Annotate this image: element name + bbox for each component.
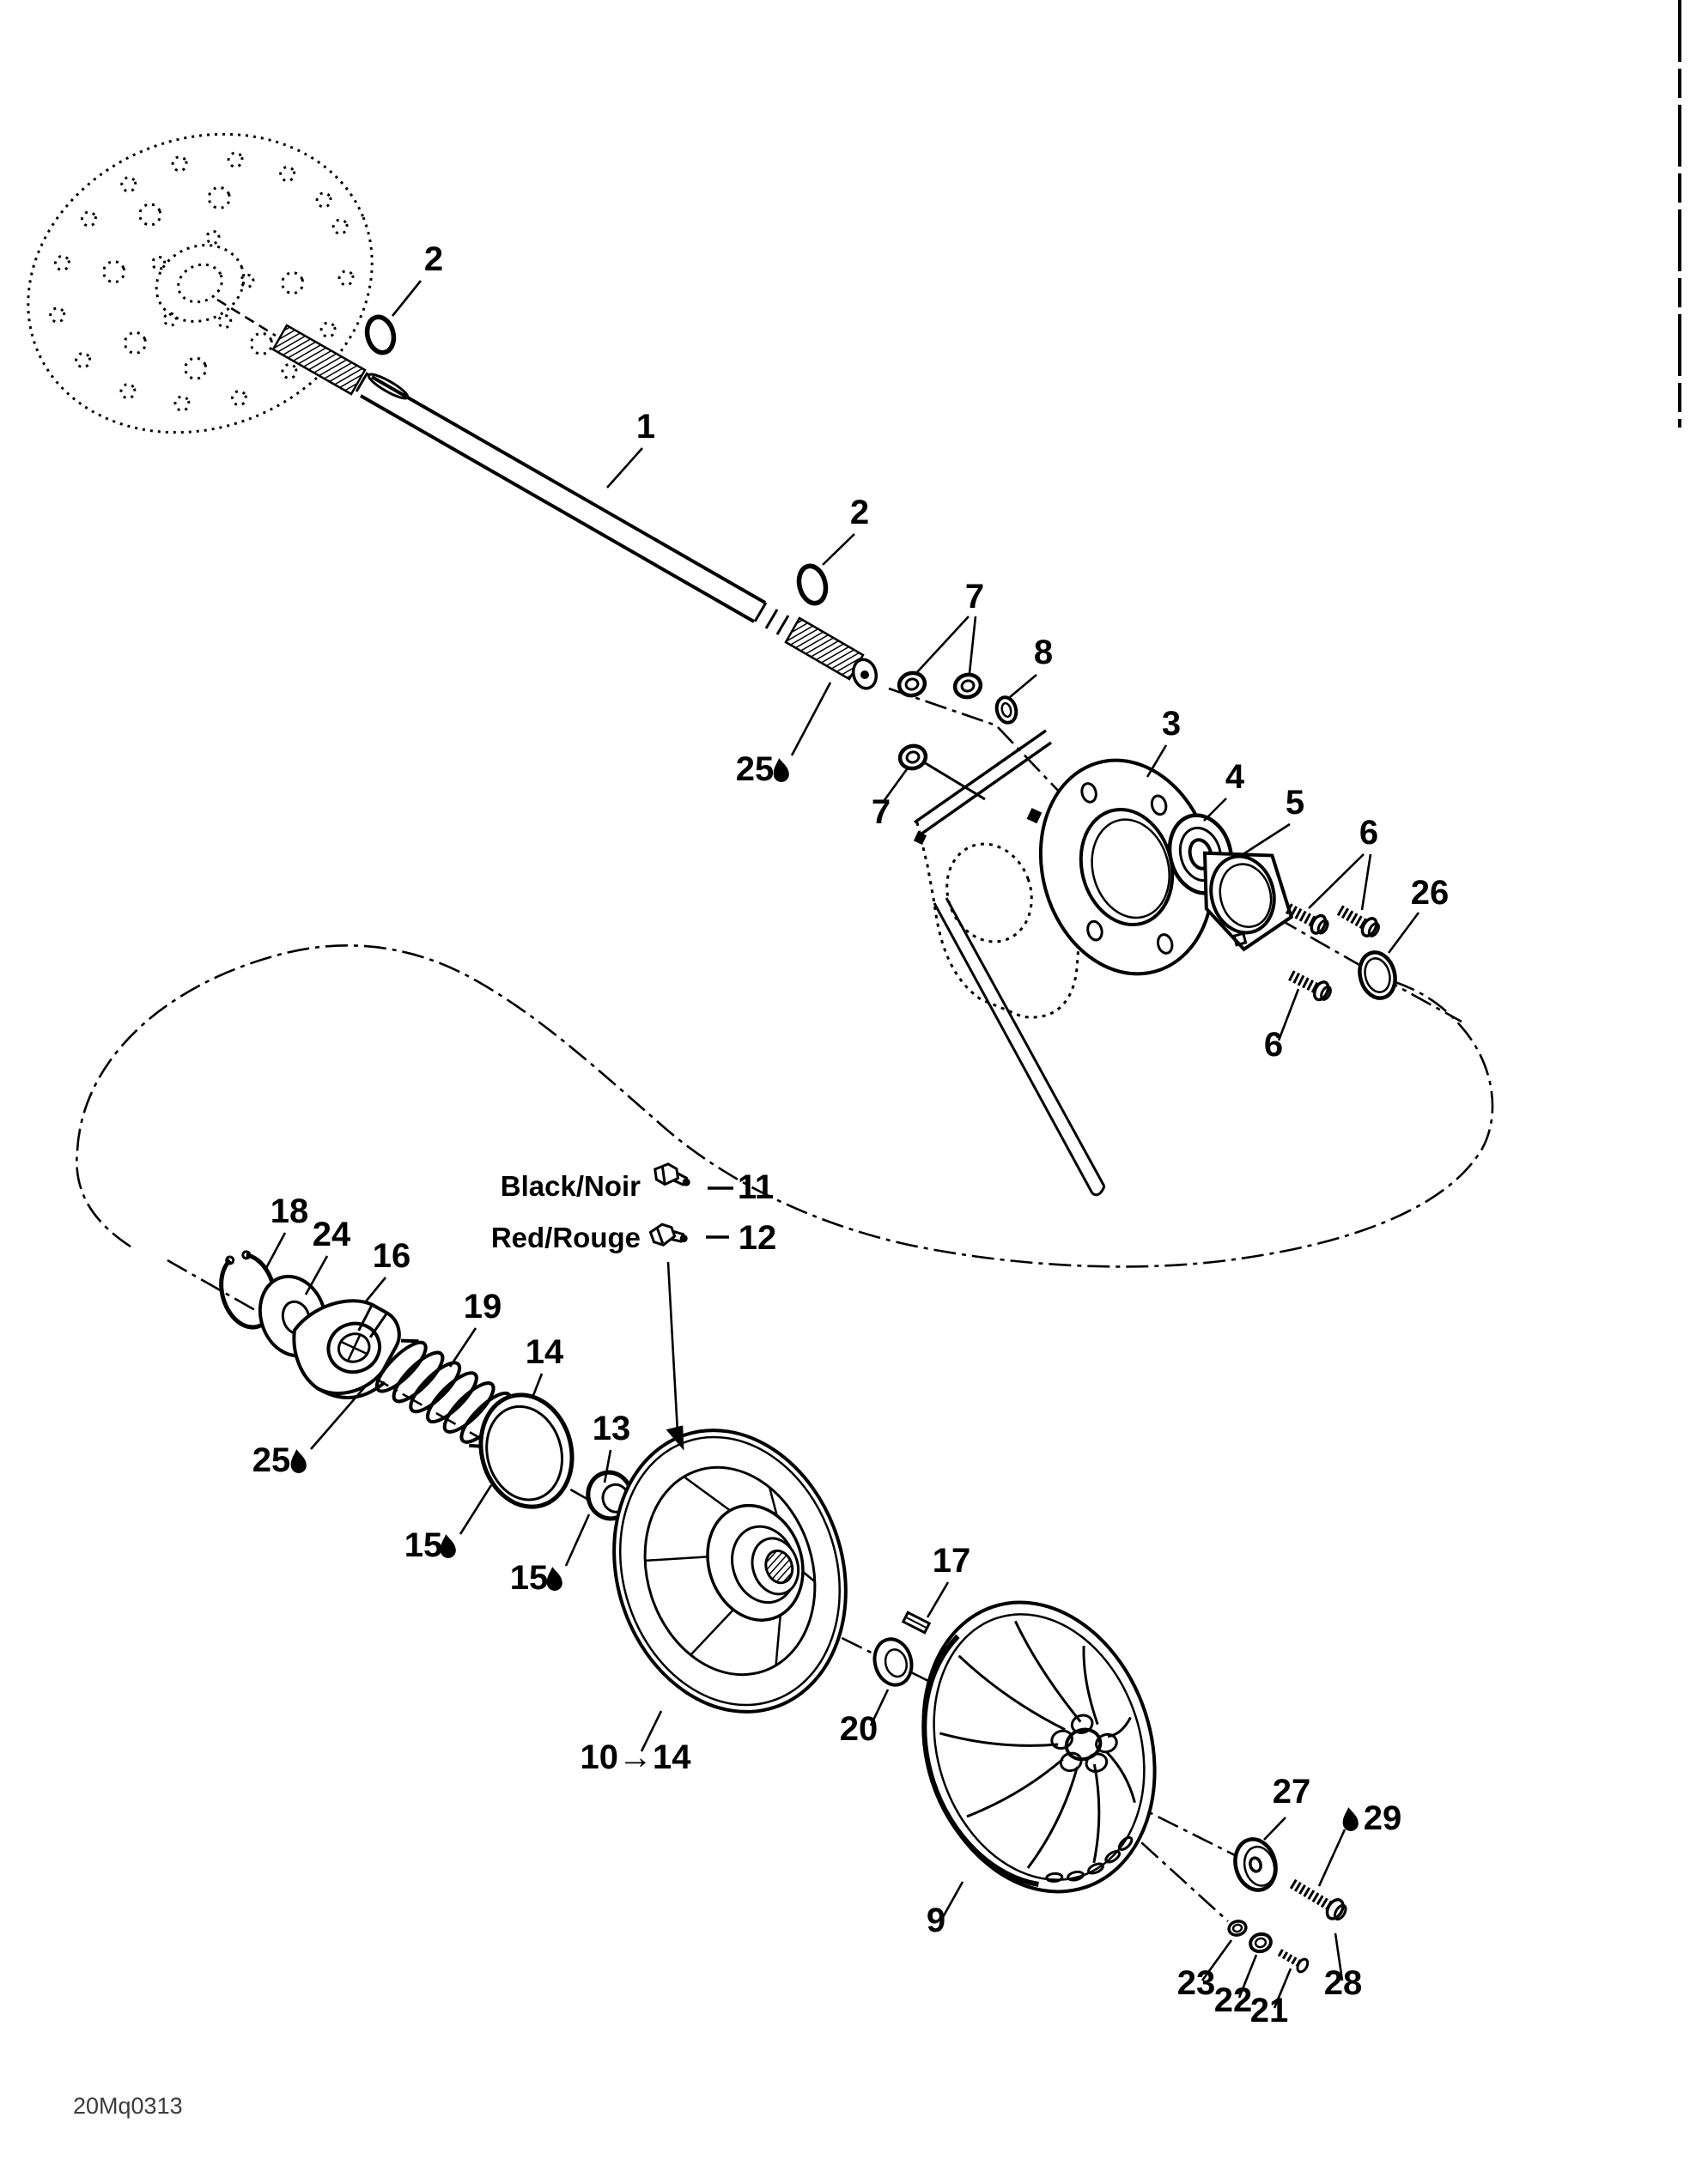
washer-27: [1233, 1837, 1278, 1892]
callout-17: 17: [933, 1542, 971, 1580]
axis-pulley-to-washer23: [1112, 1816, 1229, 1922]
axis-disc-to-shaft: [216, 298, 277, 337]
nut-22: [1249, 1932, 1273, 1954]
callout-11: 11: [738, 1168, 774, 1206]
washer-8: [994, 695, 1018, 725]
screw-6b: [1336, 905, 1380, 937]
callout-27: 27: [1273, 1773, 1311, 1811]
ring-26: [1358, 950, 1397, 1000]
callout-16: 16: [373, 1237, 411, 1275]
callout-6a: 6: [1359, 814, 1378, 852]
bracket-phantom: [913, 729, 1106, 1197]
callout-28: 28: [1324, 1964, 1363, 2002]
red-connector-icon: [648, 1222, 688, 1247]
callout-24: 24: [313, 1216, 351, 1253]
callout-25b: 25: [252, 1441, 291, 1479]
callout-13: 13: [593, 1410, 631, 1447]
key-17: [901, 1611, 932, 1635]
document-code: 20Mq0313: [73, 2093, 183, 2119]
callout-20: 20: [840, 1710, 878, 1748]
callout-5: 5: [1286, 784, 1304, 822]
sliding-sheave: [612, 1429, 848, 1714]
callout-8: 8: [1034, 634, 1053, 671]
washer-23: [1227, 1920, 1248, 1937]
axle-spline-rear: [784, 616, 865, 681]
spring-19: [374, 1338, 513, 1449]
callout-21: 21: [1250, 1992, 1289, 2029]
callout-23: 23: [1177, 1964, 1216, 2002]
axle-keyway: [367, 373, 410, 400]
callout-26: 26: [1411, 874, 1450, 912]
callout-3: 3: [1162, 705, 1181, 743]
callout-1: 1: [636, 408, 655, 446]
oring-2b: [796, 563, 829, 606]
screw-6a: [1285, 903, 1329, 935]
oring-2a: [364, 314, 397, 355]
axle-spline-front: [271, 324, 367, 396]
callout-12: 12: [739, 1219, 777, 1257]
callout-15b: 15: [510, 1559, 549, 1597]
bolt-28: [1289, 1878, 1347, 1921]
washer-20: [872, 1637, 914, 1687]
belt-phantom-loop: [76, 944, 1494, 1268]
callout-9: 9: [927, 1902, 945, 1939]
black-connector-icon: [654, 1162, 690, 1186]
callout-15a: 15: [404, 1526, 443, 1564]
leader-lines: [264, 280, 1420, 2009]
circlip-18: [219, 1250, 277, 1330]
droplet-icon-25b: [289, 1447, 307, 1475]
brake-disc-phantom: [27, 132, 374, 434]
screw-21: [1277, 1949, 1310, 1974]
callout-10-14: 10→14: [581, 1738, 692, 1776]
callout-7b: 7: [872, 793, 891, 831]
screw-6c: [1288, 970, 1332, 1002]
callout-22: 22: [1214, 1981, 1253, 2019]
bearing-housing-5: [1202, 851, 1294, 952]
nut-7c: [897, 743, 928, 771]
callout-18: 18: [271, 1192, 309, 1230]
axis-pulley-to-washer27: [1088, 1781, 1237, 1858]
ring-14: [478, 1392, 574, 1509]
fixed-sheave-9: [921, 1600, 1157, 1894]
callout-2a: 2: [424, 240, 443, 278]
nut-7c-stud-line: [923, 761, 986, 801]
droplet-icon-29: [1340, 1805, 1359, 1833]
callout-25a: 25: [736, 750, 775, 788]
droplet-icon-25a: [771, 756, 790, 784]
black-connector-label: Black/Noir: [501, 1170, 641, 1202]
nut-7a: [897, 670, 927, 698]
callout-19: 19: [464, 1288, 502, 1326]
nut-7b: [952, 672, 983, 700]
callout-29: 29: [1364, 1799, 1402, 1837]
callout-14: 14: [526, 1333, 564, 1371]
callout-2b: 2: [850, 494, 869, 531]
callout-labels: 1 2 2 7 8 7 3 4 5 6 26 6 11 12 18 24 16 …: [252, 240, 1450, 2029]
callout-4: 4: [1225, 758, 1245, 796]
callout-6b: 6: [1264, 1026, 1283, 1064]
callout-7a: 7: [965, 578, 984, 616]
drive-axle: [271, 324, 878, 690]
red-connector-label: Red/Rouge: [491, 1222, 641, 1253]
